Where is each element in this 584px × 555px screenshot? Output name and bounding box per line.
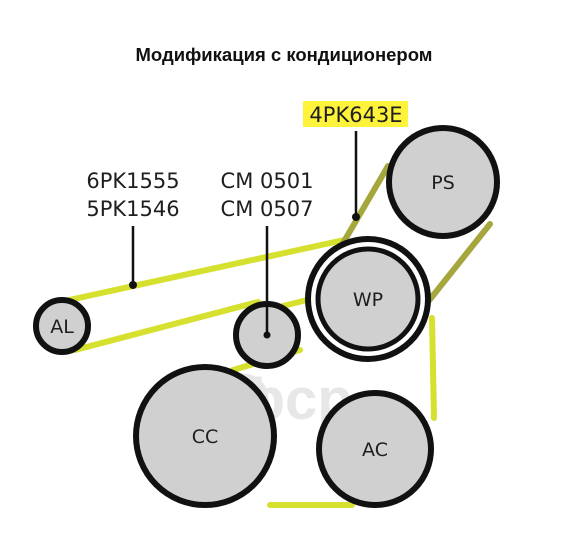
pulley-wp-label: WP	[353, 289, 383, 311]
pulley-al-label: AL	[50, 316, 74, 338]
pulley-cc-label: CC	[192, 426, 219, 448]
pulley-ps-label: PS	[431, 172, 455, 194]
pulley-wp: WP	[305, 236, 431, 362]
tensioner-code-2: CM 0507	[221, 197, 314, 221]
short-belt-callout: 4PK643E	[303, 101, 408, 221]
short-belt-pointer-dot	[352, 213, 360, 221]
pulley-al: AL	[33, 297, 91, 355]
long-belt-callout: 6PK1555 5PK1546	[86, 169, 180, 289]
page-title: Модификация с кондиционером	[136, 44, 433, 65]
long-belt-code-1: 6PK1555	[86, 169, 179, 193]
pulley-ac: AC	[316, 390, 434, 508]
pulley-cc: CC	[133, 364, 277, 508]
tensioner-code-1: CM 0501	[221, 169, 314, 193]
tensioner-callout: CM 0501 CM 0507	[221, 169, 314, 334]
pulley-ac-label: AC	[362, 439, 388, 461]
short-belt-code: 4PK643E	[309, 103, 402, 127]
pulley-ps: PS	[386, 125, 500, 239]
highlight-box	[303, 101, 408, 127]
long-belt-pointer-dot	[129, 281, 137, 289]
long-belt-code-2: 5PK1546	[86, 197, 179, 221]
